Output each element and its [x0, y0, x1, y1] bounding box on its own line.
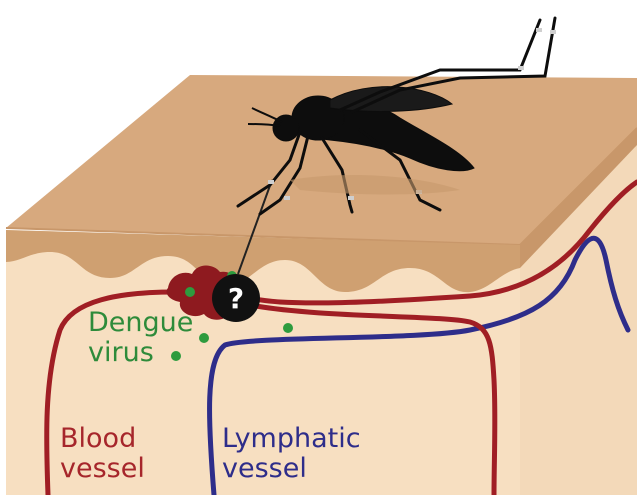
lymphatic-vessel-label: Lymphatic vessel [222, 424, 361, 483]
svg-text:?: ? [228, 282, 244, 315]
virus-particle [199, 333, 209, 343]
virus-particle [185, 287, 195, 297]
virus-particle [283, 323, 293, 333]
dengue-virus-label: Dengue virus [88, 308, 193, 367]
blood-vessel-label: Blood vessel [60, 424, 145, 483]
question-marker: ? [212, 274, 260, 322]
